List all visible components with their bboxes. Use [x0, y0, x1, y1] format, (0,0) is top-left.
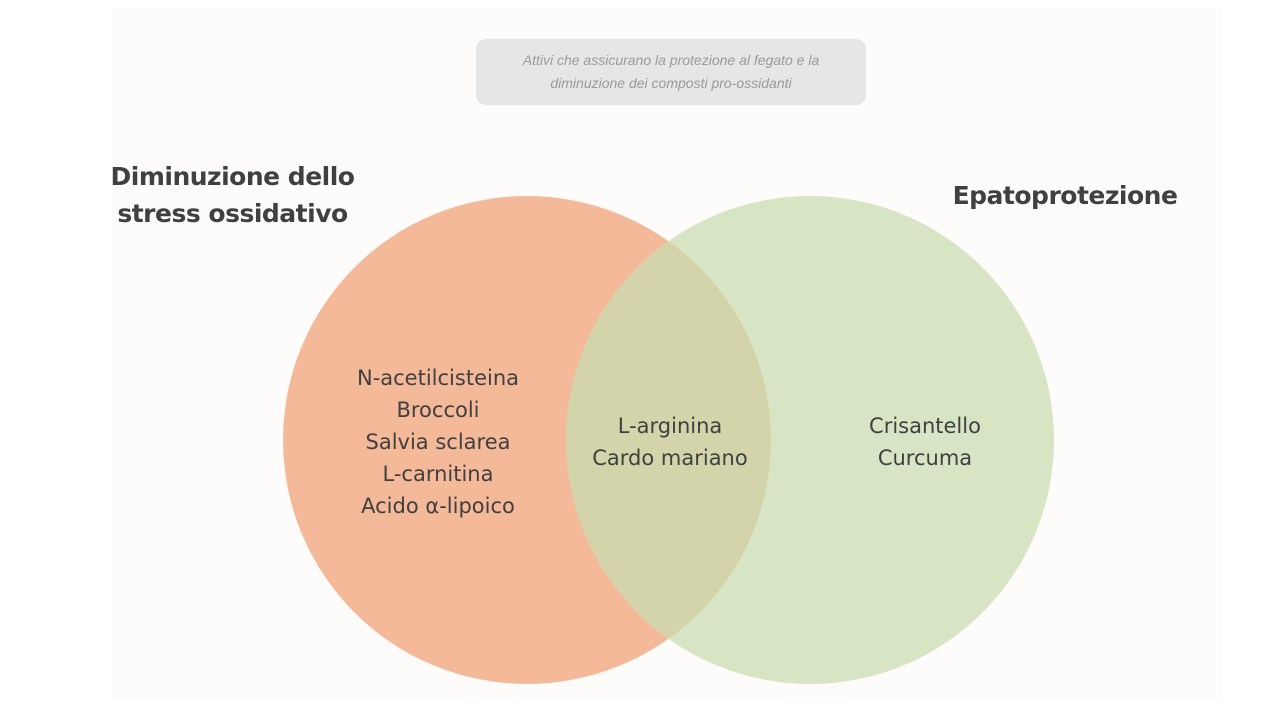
right-set-title: Epatoprotezione [952, 181, 1178, 210]
list-item: L-arginina [617, 414, 723, 438]
note-line-2: diminuzione dei composti pro-ossidanti [550, 75, 792, 91]
list-item: L-carnitina [382, 462, 494, 486]
intersection-items: L-arginina Cardo mariano [568, 410, 772, 474]
list-item: Cardo mariano [592, 446, 748, 470]
list-item: N-acetilcisteina [356, 366, 519, 390]
intersection-region [566, 196, 771, 684]
right-items: Crisantello Curcuma [825, 410, 1025, 474]
list-item: Broccoli [396, 398, 480, 422]
note-line-1: Attivi che assicurano la protezione al f… [522, 52, 820, 68]
description-note: Attivi che assicurano la protezione al f… [476, 39, 866, 105]
left-items: N-acetilcisteina Broccoli Salvia sclarea… [318, 362, 558, 522]
list-item: Crisantello [869, 414, 981, 438]
left-title-line-1: Diminuzione dello [110, 162, 355, 191]
list-item: Curcuma [877, 446, 973, 470]
list-item: Salvia sclarea [365, 430, 511, 454]
list-item: Acido α-lipoico [361, 494, 515, 518]
left-set-title: Diminuzione dello stress ossidativo [100, 158, 365, 232]
left-title-line-2: stress ossidativo [117, 199, 348, 228]
